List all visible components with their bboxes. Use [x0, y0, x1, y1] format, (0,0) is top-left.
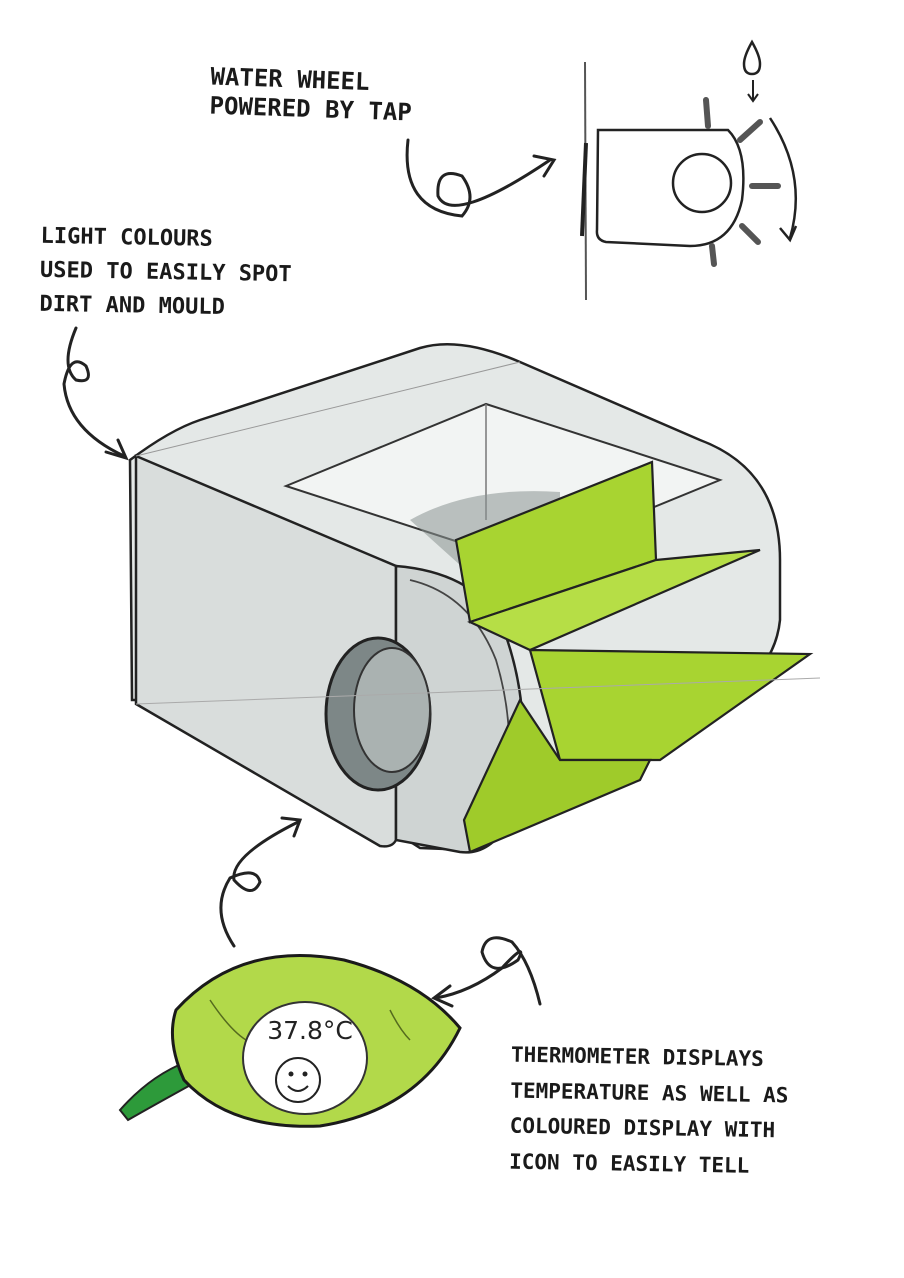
arrow-to-water-wheel: [405, 138, 557, 218]
temperature-readout: 37.8°C: [267, 1016, 353, 1045]
water-drop-icon: [742, 39, 762, 103]
arrow-to-thermometer: [431, 936, 542, 1008]
green-rack-insert: [454, 460, 814, 854]
wall-mount: [580, 142, 588, 237]
note-line: USED TO EASILY SPOT: [39, 257, 292, 288]
thermometer-note: THERMOMETER DISPLAYS TEMPERATURE AS WELL…: [509, 1038, 790, 1186]
arrow-to-shell: [62, 326, 129, 461]
smiley-face-icon: [275, 1057, 321, 1103]
note-line: DIRT AND MOULD: [39, 291, 226, 321]
water-wheel-detail: [580, 39, 798, 301]
dish-drying-unit: [128, 343, 821, 854]
note-line: THERMOMETER DISPLAYS: [510, 1042, 765, 1071]
side-opening: [324, 636, 432, 792]
note-line: LIGHT COLOURS: [40, 223, 214, 252]
note-line: TEMPERATURE AS WELL AS: [510, 1078, 789, 1108]
note-line: COLOURED DISPLAY WITH: [509, 1113, 776, 1143]
arrow-to-opening: [219, 816, 303, 948]
note-line: ICON TO EASILY TELL: [508, 1149, 750, 1178]
leaf-icon: [118, 954, 462, 1128]
light-colours-note: LIGHT COLOURS USED TO EASILY SPOT DIRT A…: [39, 220, 292, 327]
water-wheel-icon: [595, 97, 798, 267]
water-wheel-note: WATER WHEEL POWERED BY TAP: [209, 62, 413, 127]
